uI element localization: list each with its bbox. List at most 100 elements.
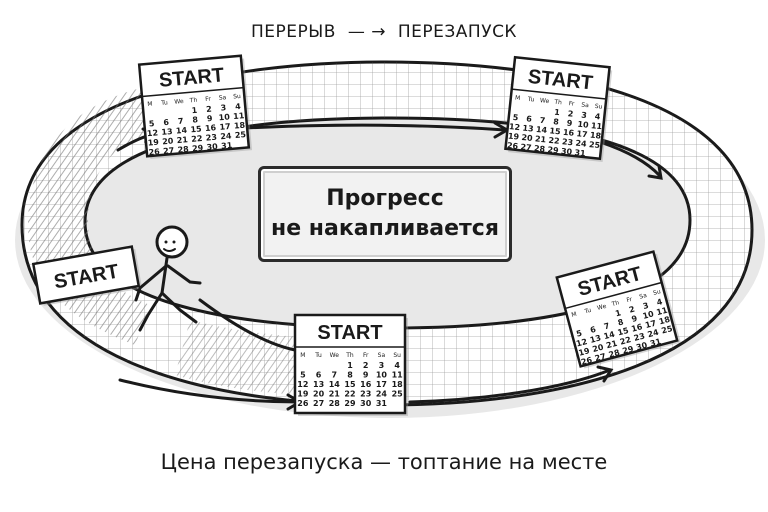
calendar-day: 7 [331, 371, 337, 380]
calendar-day: 14 [603, 329, 617, 341]
calendar-day: 2 [206, 104, 212, 113]
calendar-day: 5 [575, 328, 583, 338]
calendar-day: 5 [149, 119, 156, 128]
weekday-label: Su [393, 352, 401, 359]
calendar-day: 6 [163, 118, 170, 127]
calendar-day: 26 [297, 399, 309, 408]
header-break-label: ПЕРЕРЫВ [250, 22, 336, 42]
center-message-card: Прогресс не накапливается [258, 166, 512, 262]
calendar-day: 25 [660, 324, 674, 336]
weekday-label: We [174, 98, 184, 106]
calendar-day: 22 [191, 134, 203, 144]
weekday-label: Th [345, 352, 354, 359]
weekday-label: Sa [581, 101, 589, 109]
worn-track-bottom [175, 320, 300, 395]
weekday-label: Fr [363, 352, 369, 359]
calendar-day: 1 [554, 108, 561, 118]
calendar-day: 14 [329, 380, 341, 389]
calendar-day: 28 [608, 348, 622, 360]
calendar-day: 29 [621, 344, 635, 356]
calendar-day: 19 [578, 346, 592, 358]
calendar-day: 29 [547, 145, 559, 155]
calendar-day: 6 [526, 114, 533, 124]
calendar-day: 28 [534, 144, 546, 154]
calendar-day: 16 [360, 380, 372, 389]
weekday-label: Fr [205, 95, 212, 102]
calendar-day: 23 [562, 137, 574, 147]
calendar-day: 27 [313, 399, 324, 408]
calendar-day: 4 [394, 361, 400, 370]
calendar-day: 24 [647, 328, 661, 340]
calendar-day: 7 [603, 321, 611, 331]
bottom-caption: Цена перезапуска — топтание на месте [160, 450, 608, 474]
calendar-day: 31 [376, 399, 388, 408]
calendar-day: 6 [589, 325, 597, 335]
calendar-day: 24 [220, 131, 232, 141]
calendar-day: 20 [313, 390, 325, 399]
calendar-day: 17 [576, 129, 588, 139]
weekday-label: Tu [583, 307, 592, 316]
calendar-day: 16 [563, 128, 575, 138]
weekday-label: M [571, 311, 578, 319]
weekday-label: Fr [568, 100, 575, 108]
center-message-line1: Прогресс [326, 186, 444, 211]
center-message-line2: не накапливается [271, 216, 499, 241]
calendar-day: 4 [594, 112, 601, 122]
calendar-day: 15 [344, 380, 356, 389]
calendar-day: 18 [234, 121, 246, 131]
calendar-day: 22 [344, 390, 355, 399]
weekday-label: Th [553, 99, 562, 107]
weekday-label: M [515, 95, 521, 103]
calendar-day: 2 [628, 305, 636, 315]
calendar-day: 4 [235, 102, 242, 111]
calendar-day: 16 [630, 322, 644, 334]
calendar-day: 29 [192, 143, 204, 153]
calendar-day: 15 [617, 326, 631, 338]
calendar-day: 21 [535, 134, 547, 144]
weekday-label: We [540, 97, 550, 105]
weekday-label: Fr [626, 296, 634, 304]
calendar-day: 22 [619, 335, 632, 347]
calendar-day: 30 [206, 142, 218, 152]
calendar-day: 2 [567, 109, 573, 119]
calendar-day: 13 [161, 127, 173, 137]
calendar-day: 23 [360, 390, 371, 399]
calendar-day: 21 [329, 390, 341, 399]
weekday-label: Th [188, 97, 197, 105]
calendar-day: 19 [508, 132, 520, 142]
calendar-day: 23 [205, 133, 217, 143]
calendar-day: 18 [392, 380, 404, 389]
start-label: START [317, 322, 382, 344]
calendar-day: 22 [548, 136, 560, 146]
calendar-day: 12 [147, 128, 159, 138]
weekday-label: Su [652, 288, 661, 297]
weekday-label: Tu [526, 96, 534, 104]
calendar-day: 8 [617, 317, 625, 327]
calendar-day: 16 [205, 123, 217, 133]
walking-figure-icon [134, 225, 202, 332]
calendar-day: 10 [577, 120, 589, 130]
weekday-label: Sa [378, 352, 386, 359]
calendar-day: 21 [605, 339, 619, 351]
calendar-day: 8 [192, 115, 199, 124]
weekday-label: Tu [314, 352, 322, 359]
calendar-day: 18 [590, 131, 602, 141]
calendar-day: 30 [561, 147, 573, 157]
calendar-day: 8 [553, 117, 560, 127]
calendar-day: 3 [379, 361, 385, 370]
calendar-day: 17 [376, 380, 387, 389]
calendar-day: 27 [163, 146, 175, 156]
calendar-day: 11 [233, 111, 245, 121]
calendar-day: 25 [234, 130, 246, 140]
calendar-day: 26 [148, 147, 160, 157]
calendar-day: 28 [177, 145, 189, 155]
calendar-day: 31 [221, 141, 233, 151]
calendar-day: 27 [594, 352, 607, 364]
calendar-day: 24 [376, 390, 388, 399]
calendar-day: 2 [363, 361, 369, 370]
calendar-day: 5 [512, 113, 519, 123]
calendar-day: 15 [190, 124, 202, 134]
